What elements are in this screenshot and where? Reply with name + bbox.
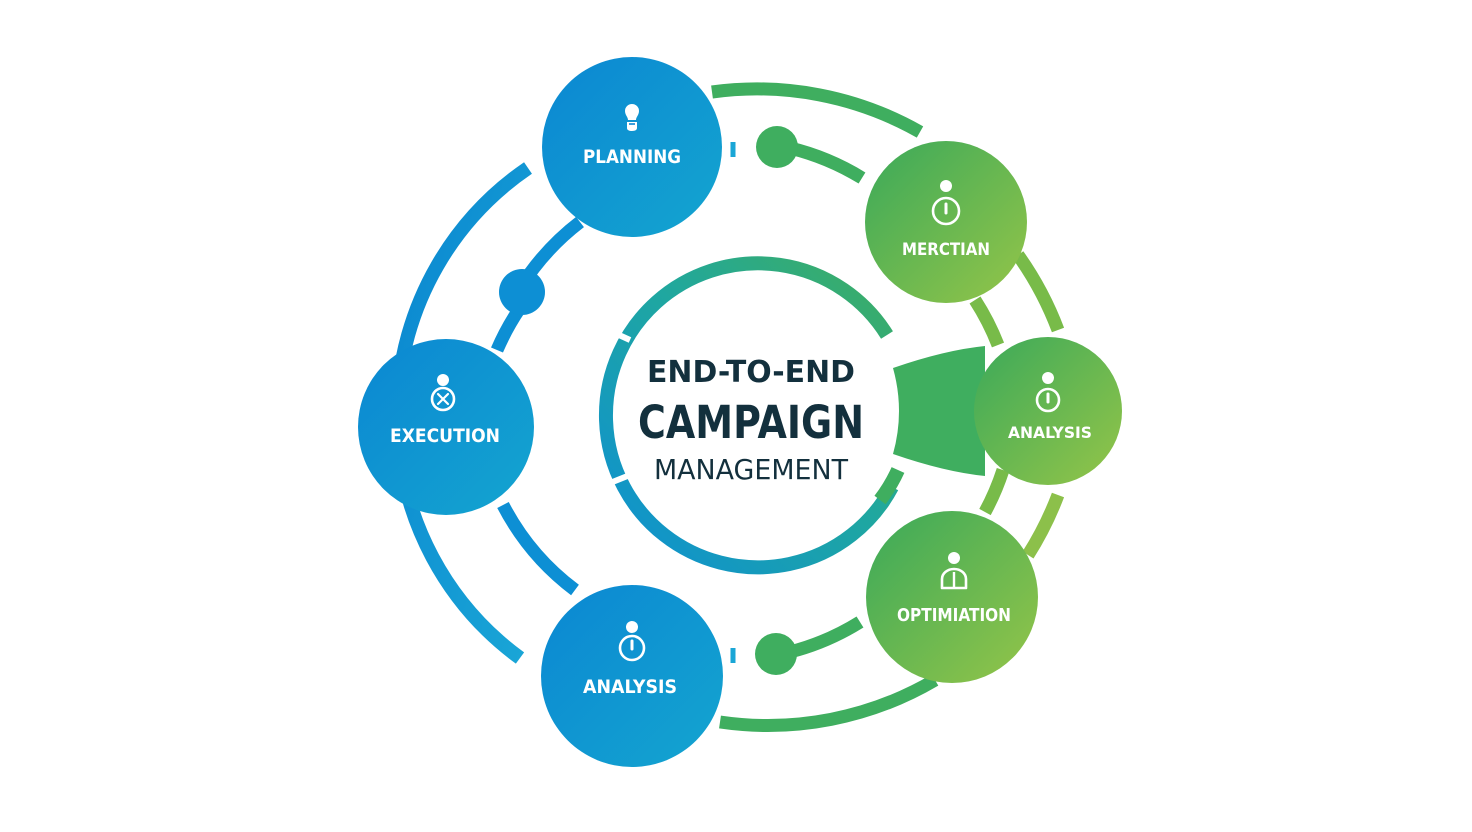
person-icon (940, 552, 968, 590)
lightbulb-icon (625, 104, 639, 131)
dot-top (756, 126, 798, 168)
node-merctian[interactable]: MERCTIAN (865, 141, 1027, 303)
center-title: END-TO-END CAMPAIGN MANAGEMENT (638, 355, 864, 486)
center-ring-arc-main (599, 256, 899, 575)
inner-arc-right-lower (979, 467, 1010, 516)
node-optimiation[interactable]: OPTIMIATION (866, 511, 1038, 683)
center-ring-gaps (606, 327, 632, 486)
dot-bottom (755, 633, 797, 675)
node-analysis-right-label: ANALYSIS (1008, 423, 1092, 442)
inner-arc-right-upper (969, 296, 1005, 348)
stopwatch-icon (1035, 372, 1061, 413)
node-analysis-right[interactable]: ANALYSIS (974, 337, 1122, 485)
center-to-analysis-connector (893, 346, 985, 476)
inner-arc-lower-left (497, 501, 579, 596)
outer-arc-right (1012, 251, 1065, 333)
node-execution[interactable]: EXECUTION (358, 339, 534, 515)
inner-arc-top (788, 141, 866, 184)
center-title-line1: END-TO-END (647, 355, 855, 390)
compass-icon (430, 374, 456, 412)
node-analysis-bottom[interactable]: ANALYSIS (541, 585, 723, 767)
center-ring-arc-lower (874, 466, 905, 505)
node-merctian-label: MERCTIAN (902, 240, 990, 260)
node-planning-label: PLANNING (583, 146, 681, 168)
stopwatch-icon (618, 621, 646, 662)
stopwatch-icon (931, 180, 961, 226)
dot-left (499, 269, 545, 315)
node-execution-label: EXECUTION (390, 425, 500, 447)
center-ring (599, 256, 905, 575)
node-optimiation-label: OPTIMIATION (897, 605, 1011, 626)
connector-dots (499, 126, 798, 675)
outer-arc-right-lower (1022, 492, 1065, 559)
node-planning[interactable]: PLANNING (542, 57, 722, 237)
outer-arc-top (711, 82, 924, 138)
outer-arc-bottom (719, 674, 939, 732)
node-analysis-bottom-label: ANALYSIS (583, 676, 677, 698)
inner-arc-bottom (788, 616, 864, 659)
center-title-line3: MANAGEMENT (654, 453, 849, 486)
center-title-line2: CAMPAIGN (638, 396, 864, 449)
